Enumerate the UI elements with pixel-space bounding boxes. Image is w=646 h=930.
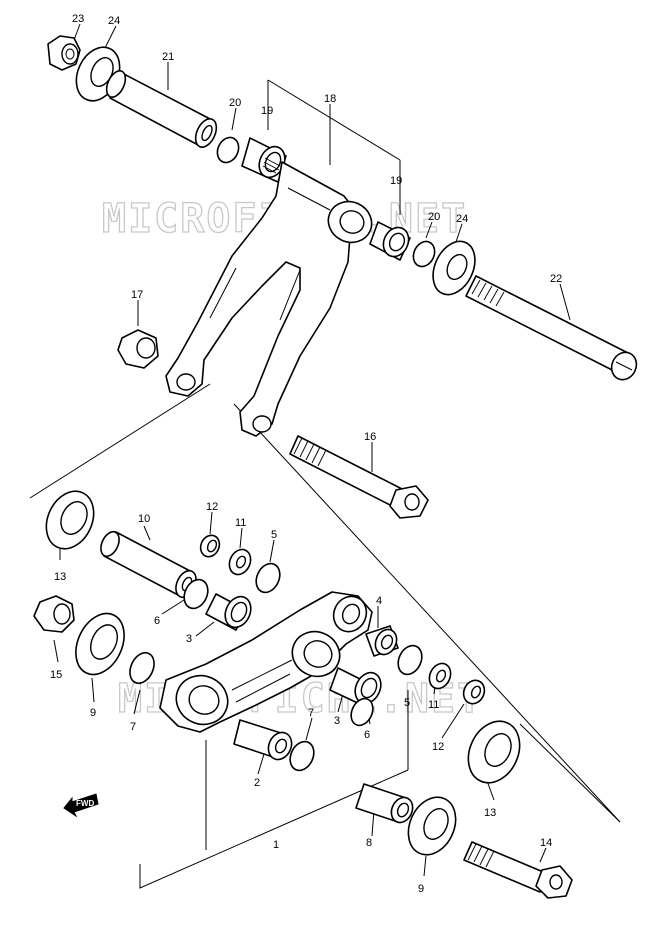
callout-24-top: 24 xyxy=(108,15,120,27)
callout-3-right: 3 xyxy=(334,715,340,727)
part-22-bolt xyxy=(465,275,638,381)
part-12-seal-right xyxy=(462,679,486,705)
callout-12-top: 12 xyxy=(206,501,218,513)
callout-19-right: 19 xyxy=(390,175,402,187)
part-3-bearing-left xyxy=(205,593,252,631)
callout-24-right: 24 xyxy=(456,213,468,225)
part-18-cushion-lever xyxy=(165,161,373,437)
callout-8: 8 xyxy=(366,837,372,849)
part-1-cushion-rod xyxy=(159,591,373,733)
callout-9-right: 9 xyxy=(418,883,424,895)
callout-13-left: 13 xyxy=(54,571,66,583)
part-2-collar xyxy=(233,719,293,761)
callout-labels: 23 24 21 20 19 18 19 20 24 22 17 16 10 1… xyxy=(50,13,562,895)
part-14-bolt xyxy=(463,841,573,899)
part-9-washer-left xyxy=(75,612,125,676)
fwd-arrow-icon: FWD xyxy=(63,793,99,818)
part-20-oring-top xyxy=(216,136,240,164)
part-17-nut xyxy=(117,329,159,369)
part-19-bearing-right xyxy=(369,221,411,261)
part-11-washer-top xyxy=(228,548,252,576)
callout-7-left: 7 xyxy=(130,721,136,733)
part-5-oring-right xyxy=(397,644,423,676)
part-23-nut xyxy=(47,35,81,71)
fwd-label: FWD xyxy=(76,799,94,808)
callout-12-right: 12 xyxy=(432,741,444,753)
callout-21: 21 xyxy=(162,51,174,63)
part-7-oring-left xyxy=(129,651,155,685)
callout-23: 23 xyxy=(72,13,84,25)
part-21-sleeve xyxy=(105,70,218,148)
callout-10: 10 xyxy=(138,513,150,525)
part-6-oring-right xyxy=(350,697,374,727)
callout-15: 15 xyxy=(50,669,62,681)
callout-9-left: 9 xyxy=(90,707,96,719)
part-12-seal-top xyxy=(199,534,221,558)
callout-6-right: 6 xyxy=(364,729,370,741)
callout-11-top: 11 xyxy=(235,517,246,529)
callout-17: 17 xyxy=(131,289,143,301)
callout-7-right: 7 xyxy=(308,707,314,719)
part-13-washer-right xyxy=(467,720,521,784)
callout-1: 1 xyxy=(273,839,279,851)
upper-leader-lines xyxy=(29,23,621,823)
callout-16: 16 xyxy=(364,431,376,443)
part-7-oring-right xyxy=(289,740,315,772)
part-16-bolt xyxy=(289,435,429,519)
part-4-spacer xyxy=(365,625,399,657)
part-13-washer-left xyxy=(45,490,95,550)
part-5-oring-top xyxy=(255,562,281,594)
callout-14: 14 xyxy=(540,837,552,849)
part-9-washer-right xyxy=(407,796,457,856)
callout-3-left: 3 xyxy=(186,633,192,645)
callout-20-top: 20 xyxy=(229,97,241,109)
part-24-washer-right xyxy=(432,240,476,296)
callout-19-left: 19 xyxy=(261,105,273,117)
part-20-oring-right xyxy=(412,240,436,268)
callout-2: 2 xyxy=(254,777,260,789)
callout-4: 4 xyxy=(376,595,382,607)
part-8-collar xyxy=(355,783,414,824)
callout-5-right: 5 xyxy=(404,697,410,709)
part-6-oring-left xyxy=(183,578,209,610)
part-19-bearing-left xyxy=(241,137,287,183)
callout-11-right: 11 xyxy=(428,699,439,711)
callout-20-right: 20 xyxy=(428,211,440,223)
callout-6-left: 6 xyxy=(154,615,160,627)
callout-13-right: 13 xyxy=(484,807,496,819)
part-15-nut xyxy=(33,595,75,633)
part-10-collar xyxy=(100,530,197,599)
callout-18: 18 xyxy=(324,93,336,105)
callout-5-top: 5 xyxy=(271,529,277,541)
callout-22: 22 xyxy=(550,273,562,285)
part-3-bearing-right xyxy=(329,667,382,707)
part-11-washer-right xyxy=(428,662,452,690)
